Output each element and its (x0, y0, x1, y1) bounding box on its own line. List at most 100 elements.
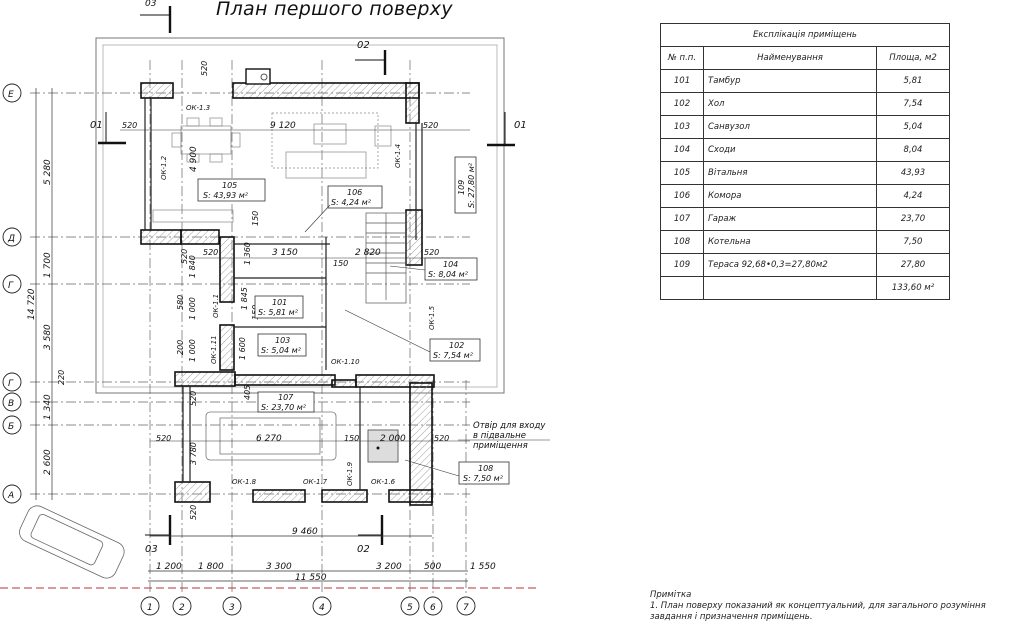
dim-inner: 580 (176, 295, 185, 310)
room-number: 103 (275, 336, 290, 345)
dim-inner: 2 000 (380, 434, 406, 444)
dim-inner: 2 820 (355, 248, 381, 258)
axis-col-label: 3 (229, 603, 235, 613)
dim-inner: 1 000 (188, 297, 197, 320)
dim-inner: 1 840 (188, 255, 197, 278)
annotation-line: приміщення (473, 441, 528, 451)
axis-col-label: 7 (463, 603, 469, 613)
dim-col: 500 (424, 562, 441, 572)
window-label: ОК-1.10 (331, 358, 360, 366)
table-total-row: 133,60 м² (660, 276, 950, 300)
dim-row: 2 600 (43, 449, 53, 475)
dim-inner: 520 (424, 248, 439, 257)
dim-inner: 6 270 (256, 434, 282, 444)
chimney (245, 68, 271, 85)
section-marks (98, 6, 515, 545)
axis-col-label: 4 (319, 603, 325, 613)
room-area: S: 5,04 м² (261, 346, 302, 355)
dim-inner: 520 (156, 434, 171, 443)
total-area: 133,60 м² (876, 276, 950, 300)
window-label: ОК-1.5 (428, 305, 436, 330)
axis-row-label: А (7, 491, 14, 501)
inner-walls (144, 98, 423, 490)
axis-col-label: 6 (430, 603, 436, 613)
walls (140, 82, 435, 506)
dim-inner: 520 (434, 434, 449, 443)
note-line: завдання і призначення приміщень. (650, 612, 813, 622)
room-tags (197, 156, 510, 485)
dim-inner: 3 150 (272, 248, 298, 258)
dim-overall-width: 9 460 (292, 527, 318, 537)
dim-inner: 150 (344, 434, 359, 443)
room-area: S: 27,80 м² (467, 162, 476, 208)
dim-col-total: 11 550 (295, 573, 327, 583)
note-title: Примітка (650, 590, 692, 600)
room-number: 104 (443, 260, 458, 269)
axis-col-label: 5 (407, 603, 413, 613)
room-area: S: 7,54 м² (433, 351, 474, 360)
explication-header-row: № п.п. Найменування Площа, м2 (660, 46, 950, 70)
axis-row-label: Г (8, 281, 14, 291)
room-number: 107 (278, 393, 294, 402)
section-mark-02-bottom: 02 (357, 544, 370, 555)
header-name: Найменування (703, 46, 877, 70)
room-area: S: 4,24 м² (331, 198, 372, 207)
window-label: ОК-1.11 (210, 335, 218, 364)
dim-inner: 520 (203, 248, 218, 257)
dim-inner: 150 (333, 259, 348, 268)
axis-row-label: Г (8, 379, 14, 389)
axis-row-label: Д (7, 234, 15, 244)
room-number: 101 (272, 298, 287, 307)
dim-inner: 9 120 (270, 121, 296, 131)
section-mark-01-right: 01 (514, 120, 527, 131)
furniture (152, 112, 392, 223)
section-mark-03-top: 03 (145, 0, 157, 9)
section-mark-01-left: 01 (90, 120, 103, 131)
window-label: ОК-1.7 (303, 478, 328, 486)
dim-inner: 520 (189, 505, 198, 520)
dim-row: 5 280 (43, 159, 53, 185)
basement-opening (367, 429, 399, 463)
dim-inner: 405 (243, 385, 252, 400)
dim-inner: 1 000 (188, 339, 197, 362)
axis-row-label: Б (8, 422, 14, 432)
dim-inner: 3 780 (189, 442, 198, 465)
room-area: S: 43,93 м² (203, 191, 249, 200)
window-label: ОК-1.9 (346, 461, 354, 486)
axis-col-label: 2 (179, 603, 185, 613)
header-area: Площа, м2 (876, 46, 950, 70)
room-number: 106 (347, 188, 362, 197)
dim-row: 220 (57, 370, 66, 385)
window-label: ОК-1.1 (212, 294, 220, 318)
dim-inner: 520 (423, 121, 438, 130)
dim-col: 1 800 (198, 562, 224, 572)
dim-inner: 520 (122, 121, 137, 130)
dim-row: 1 340 (43, 394, 53, 420)
section-mark-03-bottom: 03 (145, 544, 158, 555)
axis-row-label: Е (8, 90, 14, 100)
note: Примітка 1. План поверху показаний як ко… (650, 590, 986, 623)
window-label: ОК-1.2 (160, 155, 168, 180)
annotation-line: Отвір для входу (473, 421, 546, 431)
header-num: № п.п. (660, 46, 704, 70)
col-axis-bubbles (140, 596, 476, 616)
dim-inner: 520 (189, 391, 198, 406)
parked-car (19, 505, 125, 579)
dim-inner: 200 (176, 340, 185, 355)
explication-title: Експлікація приміщень (660, 23, 950, 47)
window-label: ОК-1.6 (371, 478, 396, 486)
drawing-title: План першого поверху (216, 0, 453, 20)
dim-inner: 150 (251, 211, 260, 226)
dim-inner: 1 845 (240, 287, 249, 310)
window-label: ОК-1.3 (186, 104, 210, 112)
dim-inner: 520 (200, 61, 209, 76)
axis-row-label: В (8, 399, 14, 409)
